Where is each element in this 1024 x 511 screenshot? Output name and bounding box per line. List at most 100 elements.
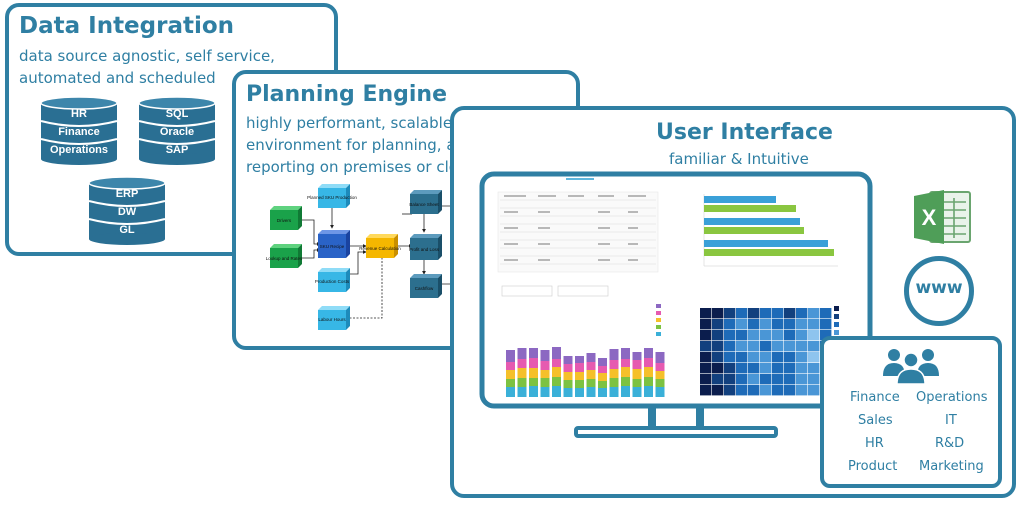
heatmap-cell (748, 374, 760, 385)
flow-connectors (296, 204, 453, 324)
departments-card: Finance Operations Sales IT HR R&D Produ… (820, 336, 1002, 488)
user-interface-title: User Interface (656, 120, 833, 145)
stacked-bar-segment (632, 352, 642, 360)
heatmap-cell (772, 363, 784, 374)
stacked-bar-segment (575, 372, 584, 380)
svg-text:Drivers: Drivers (277, 218, 292, 223)
stacked-bar-segment (517, 348, 527, 359)
heatmap-cell (760, 385, 772, 396)
stacked-bar-segment (517, 368, 527, 378)
stacked-bar-segment (529, 348, 538, 358)
heatmap-cell (700, 363, 712, 374)
heatmap-cell (748, 385, 760, 396)
heatmap-cell (760, 341, 772, 352)
stacked-bar-segment (529, 378, 538, 386)
stacked-bar-segment (644, 386, 653, 397)
stacked-bar-segment (632, 387, 642, 397)
heatmap-cell (784, 330, 796, 341)
stacked-bar-segment (540, 387, 550, 397)
heatmap-cell (700, 319, 712, 330)
heatmap-cell (712, 385, 724, 396)
heatmap-cell (748, 363, 760, 374)
db3-label-2: GL (119, 224, 135, 236)
stacked-bar-segment (575, 363, 584, 372)
heatmap-cell (760, 319, 772, 330)
db3-label-1: DW (118, 206, 137, 218)
stacked-bar-segment (655, 371, 665, 379)
heatmap-cell (724, 308, 736, 319)
heatmap-cell (808, 319, 820, 330)
db2-label-1: Oracle (160, 126, 194, 138)
heatmap-cell (796, 352, 808, 363)
dept-marketing: Marketing (919, 459, 984, 474)
stacked-bar-segment (506, 379, 515, 387)
heatmap-cell (724, 385, 736, 396)
db3-label-0: ERP (116, 188, 139, 200)
stacked-bar-segment (563, 364, 573, 372)
db1-label-2: Operations (50, 144, 108, 156)
heatmap-cell (784, 363, 796, 374)
stacked-bar-segment (563, 356, 573, 364)
heatmap-cell (808, 385, 820, 396)
dept-rd: R&D (935, 436, 965, 451)
heatmap-cell (748, 341, 760, 352)
database-hr-icon: HR Finance Operations (40, 96, 118, 165)
heatmap-cell (700, 385, 712, 396)
stacked-bar-segment (655, 379, 665, 387)
stacked-bar-segment (506, 350, 515, 362)
web-label: www (915, 278, 963, 298)
stacked-bar-segment (517, 387, 527, 397)
node-labour-hours: Labour Hours (318, 306, 350, 330)
excel-letter: X (922, 205, 937, 230)
heatmap-cell (760, 330, 772, 341)
node-drivers: Drivers (270, 206, 302, 230)
stacked-bar-segment (540, 361, 550, 370)
heatmap-cell (820, 330, 832, 341)
stacked-bar-segment (621, 377, 630, 386)
stacked-bar-segment (621, 386, 630, 397)
heatmap-cell (748, 352, 760, 363)
stacked-bar-segment (506, 387, 515, 397)
heatmap-cell (724, 363, 736, 374)
heatmap-cell (736, 374, 748, 385)
node-planned-sku-production: Planned SKU Production (307, 184, 357, 208)
stacked-bar-segment (586, 353, 596, 362)
stacked-bar-segment (517, 359, 527, 368)
heatmap-cell (760, 363, 772, 374)
heatmap-cell (748, 330, 760, 341)
stacked-bar-segment (540, 350, 550, 361)
heatmap-cell (796, 341, 808, 352)
stacked-bar-segment (552, 347, 561, 359)
database-sql-icon: SQL Oracle SAP (138, 96, 216, 165)
stacked-bar-segment (655, 387, 665, 397)
heatmap-cell (724, 319, 736, 330)
stacked-legend (656, 304, 661, 336)
node-revenue-calculation: Revenue Calculation (359, 234, 401, 258)
heatmap-cell (724, 352, 736, 363)
stacked-bar-segment (655, 363, 665, 371)
stacked-bar-segment (586, 370, 596, 379)
database-erp-icon: ERP DW GL (88, 176, 166, 245)
stacked-bar-segment (644, 348, 653, 358)
heatmap-cell (712, 363, 724, 374)
users-group-icon (883, 349, 939, 385)
user-interface-subtitle: familiar & Intuitive (669, 150, 809, 168)
stacked-bar-segment (609, 349, 619, 360)
stacked-bar-segment (552, 359, 561, 367)
stacked-bar-segment (540, 378, 550, 387)
heatmap-cell (700, 330, 712, 341)
svg-text:Profit and Loss: Profit and Loss (409, 247, 440, 252)
heatmap-cell (772, 341, 784, 352)
heatmap-cell (772, 352, 784, 363)
heatmap-cell (796, 308, 808, 319)
heatmap-cell (784, 319, 796, 330)
stacked-bar-segment (598, 358, 607, 366)
excel-icon: X (914, 190, 971, 244)
heatmap-cell (748, 319, 760, 330)
stacked-bar-segment (575, 388, 584, 397)
heatmap-cell (724, 341, 736, 352)
stacked-bar-segment (609, 387, 619, 397)
heatmap-cell (808, 308, 820, 319)
stacked-bar-segment (552, 386, 561, 397)
planning-engine-line3: reporting on premises or cloud (246, 158, 477, 176)
